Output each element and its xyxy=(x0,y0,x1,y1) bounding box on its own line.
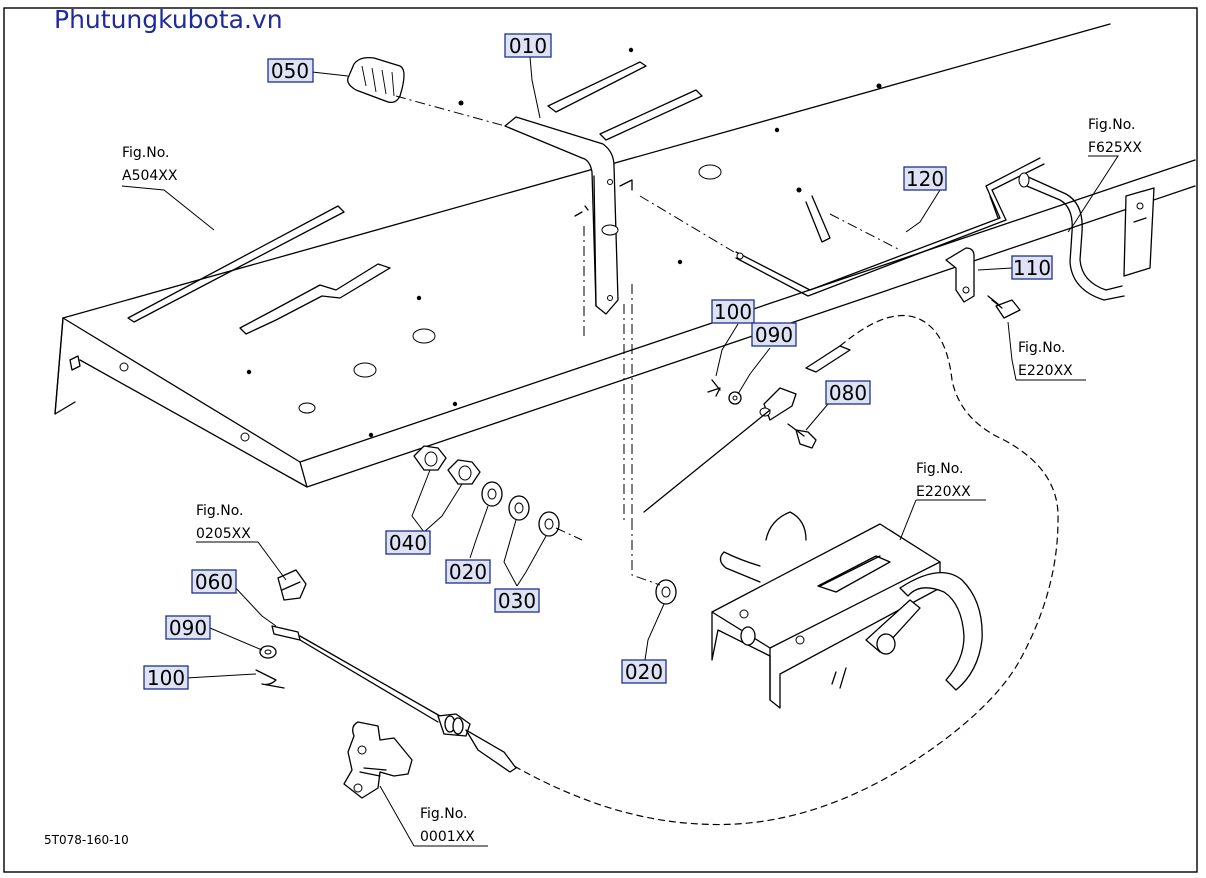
f625-link xyxy=(1018,172,1155,301)
fig-ref-f625[interactable]: Fig.No. F625XX xyxy=(1088,117,1142,156)
svg-text:Fig.No.: Fig.No. xyxy=(196,503,244,519)
part-label-080[interactable]: 080 xyxy=(825,380,871,405)
svg-text:0205XX: 0205XX xyxy=(196,526,251,542)
leader-lines xyxy=(121,56,1119,847)
diagram-frame xyxy=(3,7,1198,873)
lower-cable-end xyxy=(255,569,517,773)
part-label-090-upper[interactable]: 090 xyxy=(751,322,797,347)
svg-text:Fig.No.: Fig.No. xyxy=(122,145,170,161)
pedal-mount xyxy=(711,511,983,709)
lever-bracket xyxy=(343,721,413,799)
part-label-110[interactable]: 110 xyxy=(1011,255,1053,280)
svg-text:080: 080 xyxy=(829,381,867,405)
cable-clevis-assembly xyxy=(643,345,851,513)
watermark: Phutungkubota.vn xyxy=(54,5,283,34)
washer-020-lower xyxy=(631,520,677,605)
svg-text:F625XX: F625XX xyxy=(1088,140,1142,156)
svg-text:0001XX: 0001XX xyxy=(420,829,475,845)
part-label-090-lower[interactable]: 090 xyxy=(165,615,211,640)
svg-text:090: 090 xyxy=(755,323,793,347)
fig-ref-e220-upper[interactable]: Fig.No. E220XX xyxy=(1018,340,1073,379)
svg-text:Fig.No.: Fig.No. xyxy=(1018,340,1066,356)
svg-text:090: 090 xyxy=(169,616,207,640)
svg-text:060: 060 xyxy=(195,570,233,594)
svg-text:Fig.No.: Fig.No. xyxy=(1088,117,1136,133)
svg-text:040: 040 xyxy=(389,531,427,555)
svg-text:100: 100 xyxy=(714,300,752,324)
part-label-100-lower[interactable]: 100 xyxy=(143,665,189,690)
part-label-020-middle[interactable]: 020 xyxy=(445,559,491,584)
nuts-washers xyxy=(413,445,583,541)
svg-text:E220XX: E220XX xyxy=(1018,363,1073,379)
svg-text:020: 020 xyxy=(449,560,487,584)
svg-text:020: 020 xyxy=(625,660,663,684)
fig-ref-0001[interactable]: Fig.No. 0001XX xyxy=(420,806,475,845)
svg-text:050: 050 xyxy=(271,59,309,83)
pedal-bracket-010 xyxy=(504,116,633,522)
part-label-060[interactable]: 060 xyxy=(191,569,237,594)
control-cable xyxy=(513,314,1059,826)
part-label-120[interactable]: 120 xyxy=(903,166,947,191)
center-line-rod xyxy=(829,213,901,251)
part-label-050[interactable]: 050 xyxy=(267,58,314,83)
part-label-020-lower[interactable]: 020 xyxy=(621,659,667,684)
fig-ref-e220-lower[interactable]: Fig.No. E220XX xyxy=(916,461,971,500)
svg-text:120: 120 xyxy=(906,167,944,191)
diagram-code: 5T078-160-10 xyxy=(44,833,129,847)
svg-text:Fig.No.: Fig.No. xyxy=(420,806,468,822)
svg-text:030: 030 xyxy=(498,589,536,613)
part-label-010[interactable]: 010 xyxy=(504,33,552,58)
svg-text:110: 110 xyxy=(1013,256,1051,280)
svg-text:010: 010 xyxy=(509,34,547,58)
pedal-pad-050 xyxy=(347,56,405,104)
part-label-100-upper[interactable]: 100 xyxy=(711,299,755,324)
svg-text:Fig.No.: Fig.No. xyxy=(916,461,964,477)
bracket-110 xyxy=(945,247,1021,319)
svg-text:A504XX: A504XX xyxy=(122,168,178,184)
svg-text:100: 100 xyxy=(147,666,185,690)
rod-120 xyxy=(639,157,1045,297)
fig-ref-0205[interactable]: Fig.No. 0205XX xyxy=(196,503,251,542)
fig-ref-a504[interactable]: Fig.No. A504XX xyxy=(122,145,178,184)
center-line-050 xyxy=(395,95,506,127)
floor-plate xyxy=(54,23,1196,488)
part-label-030[interactable]: 030 xyxy=(494,588,540,613)
svg-text:E220XX: E220XX xyxy=(916,484,971,500)
part-label-040[interactable]: 040 xyxy=(385,530,431,555)
